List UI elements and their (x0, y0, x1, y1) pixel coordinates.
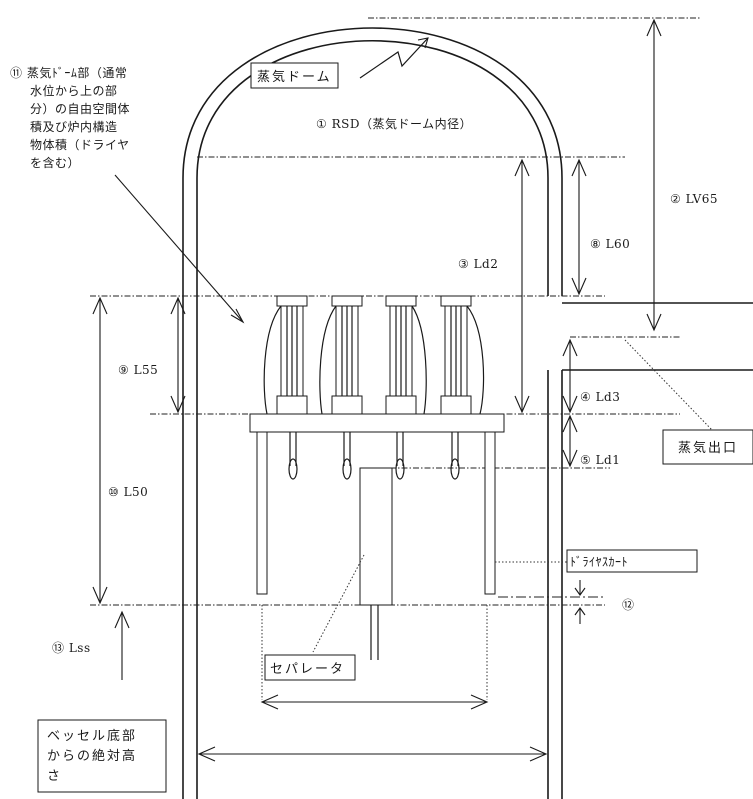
dimension-lss (114, 610, 130, 680)
steam-outlet-box (662, 429, 753, 465)
label-ld3: ④ Ld3 (580, 390, 620, 404)
label-l12: ⑫ (622, 598, 635, 612)
label-lss: ⑬ Lss (52, 641, 91, 655)
leader-steam-outlet (624, 339, 713, 431)
label-steam-outlet: 蒸気出口 (678, 440, 738, 456)
dimension-l60 (571, 158, 587, 296)
dimension-ld1 (562, 414, 578, 468)
label-l50: ⑩ L50 (108, 485, 148, 499)
dryer-skirt-box (566, 549, 698, 573)
vessel-bottom-box (37, 719, 167, 793)
label-l55: ⑨ L55 (118, 363, 158, 377)
dimension-ld2 (514, 158, 530, 414)
steam-dome-box (250, 62, 339, 89)
separator-region-outline (261, 605, 488, 700)
dimension-l55 (170, 296, 186, 414)
leader-l11 (114, 174, 244, 323)
dimension-vessel-inner-width (197, 746, 548, 762)
separator (359, 467, 393, 660)
label-lv65: ② LV65 (670, 192, 718, 206)
label-separator: セパレータ (270, 662, 345, 677)
label-ld2: ③ Ld2 (458, 257, 498, 271)
dimension-separator-width (260, 694, 489, 710)
leader-l11-head (230, 308, 245, 324)
separator-box (264, 654, 356, 681)
label-steam-dome: 蒸気ドーム (257, 69, 332, 85)
leader-rsd-head (417, 37, 429, 49)
label-vessel-bottom: ベッセル底部 からの絶対高 さ (47, 728, 143, 784)
label-rsd: ① RSD（蒸気ドーム内径） (316, 116, 472, 131)
dimension-l12 (574, 580, 586, 624)
leader-rsd-zigzag (359, 37, 429, 79)
steam-dryer (249, 295, 505, 595)
vessel-inner-wall (196, 40, 549, 799)
vessel-right-wall-lower (547, 302, 753, 799)
label-ld1: ⑤ Ld1 (580, 453, 620, 467)
label-l11: ⑪ 蒸気ﾄﾞｰﾑ部（通常 水位から上の部 分）の自由空間体 積及び炉内構造 物体… (10, 65, 134, 170)
vessel-outer-wall (182, 27, 563, 799)
label-dryer-skirt: ﾄﾞﾗｲﾔｽｶｰﾄ (570, 555, 628, 569)
leader-separator (312, 554, 365, 653)
dimension-l50 (92, 296, 108, 605)
dimension-ld3 (562, 338, 578, 414)
label-l60: ⑧ L60 (590, 237, 630, 251)
dimension-lv65 (646, 18, 662, 332)
